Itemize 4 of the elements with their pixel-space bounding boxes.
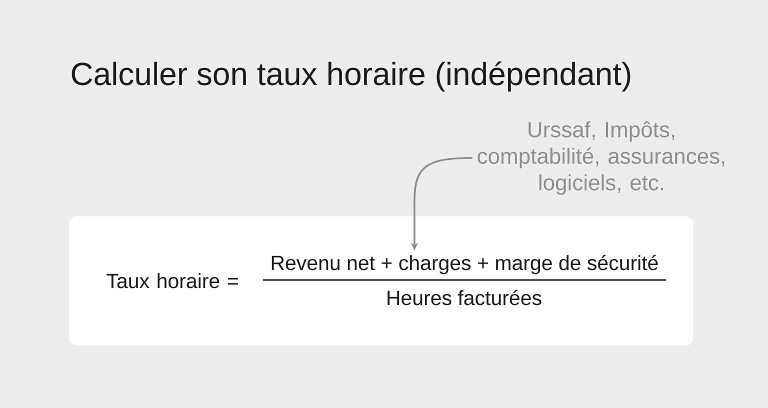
title: Calculer son taux horaire (indépendant): [72, 61, 630, 92]
annotation-text: Urssaf, Impôts, comptabilité, assurances, logiciels, etc.: [478, 121, 724, 195]
denominator-text: Heures facturées: [388, 290, 542, 306]
numerator-text: Revenu net + charges + marge de sécurité: [272, 254, 658, 274]
